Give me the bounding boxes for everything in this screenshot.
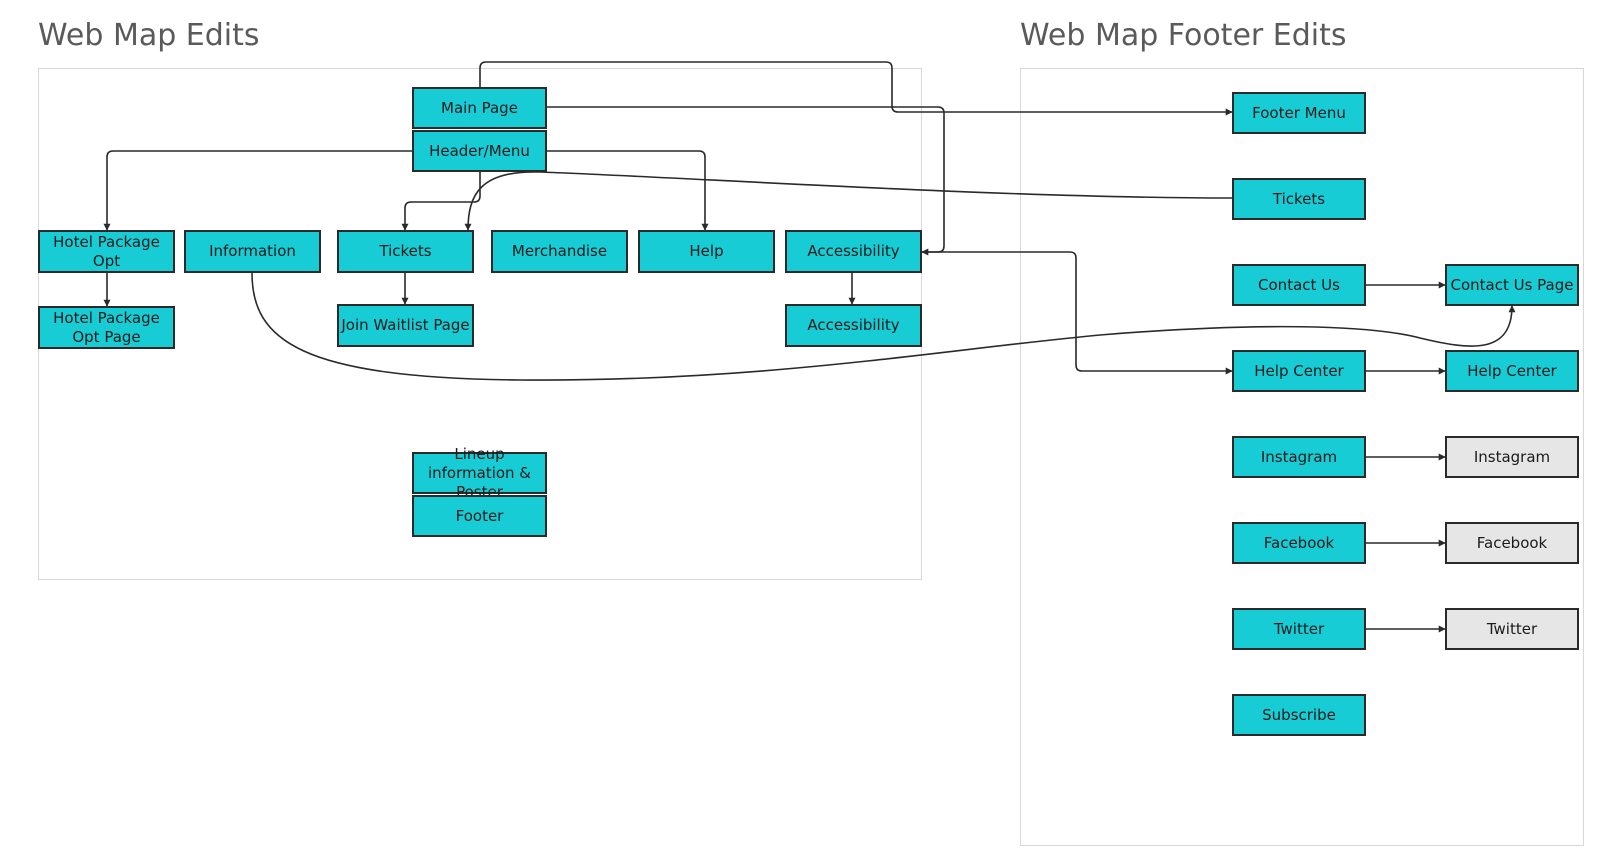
help-node[interactable]: Help <box>638 230 775 273</box>
help-label: Help <box>689 242 724 260</box>
information-node[interactable]: Information <box>184 230 321 273</box>
hotel-package-opt-page-node[interactable]: Hotel Package Opt Page <box>38 306 175 349</box>
edge-main-to-footer-menu <box>479 61 1233 116</box>
twitter-page-node[interactable]: Twitter <box>1445 608 1579 650</box>
lineup-information-poster-label: Lineup information & Poster <box>427 444 532 501</box>
twitter-node[interactable]: Twitter <box>1232 608 1366 650</box>
tickets-label: Tickets <box>379 242 432 260</box>
subscribe-node[interactable]: Subscribe <box>1232 694 1366 736</box>
facebook-page-label: Facebook <box>1476 533 1548 552</box>
instagram-page-label: Instagram <box>1473 447 1551 466</box>
web-map-edits-title: Web Map Edits <box>38 18 260 53</box>
merchandise-node[interactable]: Merchandise <box>491 230 628 273</box>
subscribe-label: Subscribe <box>1262 705 1336 724</box>
footer-tickets-label: Tickets <box>1272 189 1326 208</box>
header-menu-label: Header/Menu <box>429 141 530 160</box>
help-center-page-node[interactable]: Help Center <box>1445 350 1579 392</box>
accessibility-page-label: Accessibility <box>807 316 900 334</box>
footer-menu-node[interactable]: Footer Menu <box>1232 92 1366 134</box>
join-waitlist-page-label: Join Waitlist Page <box>341 316 470 334</box>
help-center-label: Help Center <box>1254 361 1344 380</box>
tickets-node[interactable]: Tickets <box>337 230 474 273</box>
join-waitlist-page-node[interactable]: Join Waitlist Page <box>337 304 474 347</box>
contact-us-label: Contact Us <box>1258 275 1340 294</box>
lineup-information-poster-node[interactable]: Lineup information & Poster <box>412 445 547 501</box>
facebook-node[interactable]: Facebook <box>1232 522 1366 564</box>
accessibility-page-node[interactable]: Accessibility <box>785 304 922 347</box>
main-page-node[interactable]: Main Page <box>412 87 547 129</box>
main-page-label: Main Page <box>441 98 518 117</box>
hotel-package-opt-page-label: Hotel Package Opt Page <box>53 308 160 346</box>
instagram-label: Instagram <box>1260 447 1338 466</box>
twitter-label: Twitter <box>1273 619 1325 638</box>
edge-information-to-contact-page <box>251 272 1516 381</box>
contact-us-page-label: Contact Us Page <box>1450 275 1574 294</box>
web-map-footer-edits-frame <box>1020 68 1584 846</box>
contact-us-node[interactable]: Contact Us <box>1232 264 1366 306</box>
help-center-node[interactable]: Help Center <box>1232 350 1366 392</box>
help-center-page-label: Help Center <box>1467 361 1557 380</box>
edge-header-to-help <box>547 150 709 231</box>
footer-menu-label: Footer Menu <box>1252 103 1346 122</box>
facebook-page-node[interactable]: Facebook <box>1445 522 1579 564</box>
footer-node[interactable]: Footer <box>412 495 547 537</box>
header-menu-node[interactable]: Header/Menu <box>412 130 547 172</box>
merchandise-label: Merchandise <box>511 242 608 260</box>
web-map-footer-edits-title: Web Map Footer Edits <box>1020 18 1347 53</box>
instagram-page-node[interactable]: Instagram <box>1445 436 1579 478</box>
accessibility-label: Accessibility <box>807 242 900 260</box>
hotel-package-opt-node[interactable]: Hotel Package Opt <box>38 230 175 273</box>
edge-footer-tickets-to-tickets <box>464 171 1233 231</box>
information-label: Information <box>209 242 296 260</box>
footer-label: Footer <box>455 506 504 525</box>
contact-us-page-node[interactable]: Contact Us Page <box>1445 264 1579 306</box>
edge-header-to-tickets <box>401 172 481 231</box>
edge-header-to-hotel <box>103 150 412 231</box>
edge-accessibility-to-help-center <box>922 251 1233 375</box>
accessibility-node[interactable]: Accessibility <box>785 230 922 273</box>
facebook-label: Facebook <box>1263 533 1335 552</box>
footer-tickets-node[interactable]: Tickets <box>1232 178 1366 220</box>
instagram-node[interactable]: Instagram <box>1232 436 1366 478</box>
hotel-package-opt-label: Hotel Package Opt <box>53 232 160 270</box>
twitter-page-label: Twitter <box>1486 619 1538 638</box>
